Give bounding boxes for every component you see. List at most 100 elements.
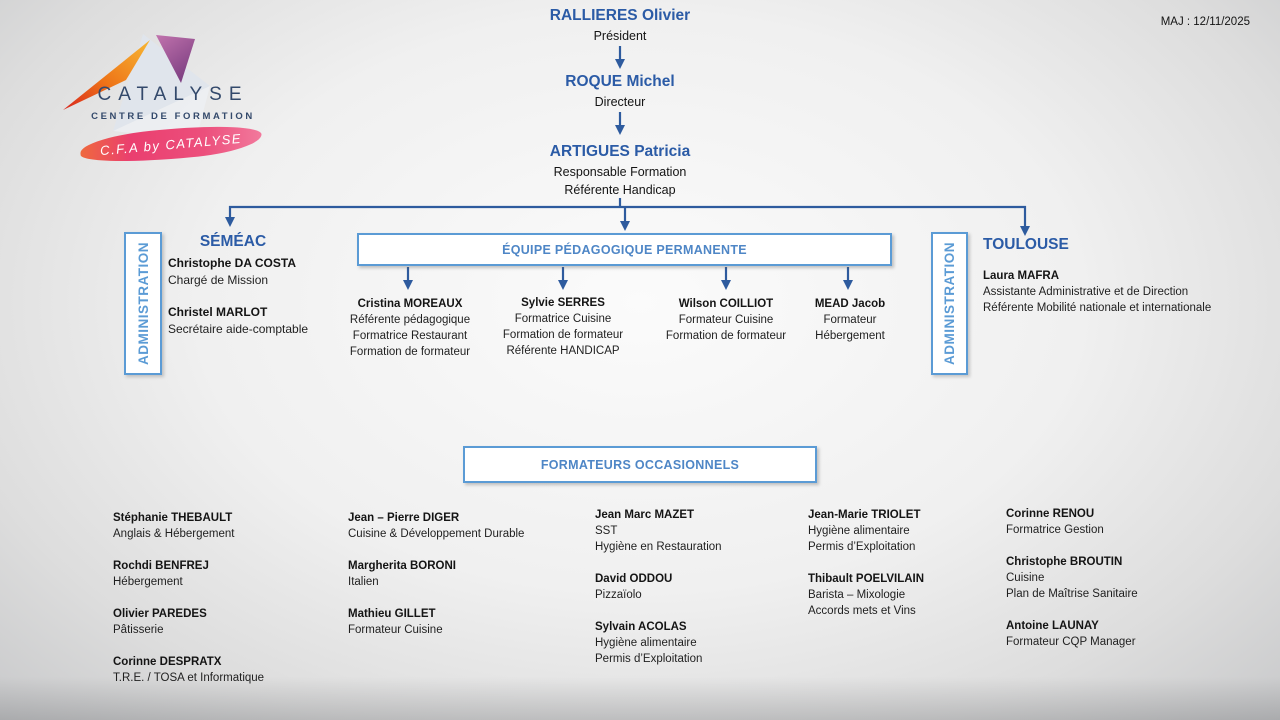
person-role: Hygiène alimentaire xyxy=(595,637,697,649)
president-role: Président xyxy=(593,29,647,43)
administration-box-toulouse: ADMINISTRATION xyxy=(931,232,968,375)
person-role: Hébergement xyxy=(815,330,885,342)
logo-triangles-icon xyxy=(63,34,210,140)
person-name: MEAD Jacob xyxy=(814,298,886,310)
person-wilson-coilliot: Wilson COILLIOT Formateur Cuisine Format… xyxy=(626,296,826,344)
person-role: Hygiène alimentaire xyxy=(808,525,910,537)
occasionnels-column-3: Jean Marc MAZET SST Hygiène en Restaurat… xyxy=(595,507,795,683)
person-role: Pâtisserie xyxy=(113,624,164,636)
person-role: Formatrice Cuisine xyxy=(514,313,612,325)
person-role: Cuisine & Développement Durable xyxy=(348,528,525,540)
person-laura-mafra: Laura MAFRA Assistante Administrative et… xyxy=(983,268,1280,316)
responsable-role-2: Référente Handicap xyxy=(564,183,676,197)
person-antoine-launay: Antoine LAUNAY Formateur CQP Manager xyxy=(1006,618,1236,650)
person-rochdi-benfrej: Rochdi BENFREJ Hébergement xyxy=(113,558,343,590)
person-name: Margherita BORONI xyxy=(348,560,456,572)
person-name: Corinne DESPRATX xyxy=(113,656,222,668)
person-role: T.R.E. / TOSA et Informatique xyxy=(113,672,265,684)
person-role: Formatrice Gestion xyxy=(1006,524,1104,536)
person-thibault-poelvilain: Thibault POELVILAIN Barista – Mixologie … xyxy=(808,571,998,619)
person-name: Antoine LAUNAY xyxy=(1006,620,1099,632)
person-name: Sylvie SERRES xyxy=(521,297,605,309)
person-role: Hébergement xyxy=(113,576,183,588)
person-mathieu-gillet: Mathieu GILLET Formateur Cuisine xyxy=(348,606,588,638)
person-christophe-broutin: Christophe BROUTIN Cuisine Plan de Maîtr… xyxy=(1006,554,1236,602)
person-name: Stéphanie THEBAULT xyxy=(113,512,233,524)
formateurs-occasionnels-title: FORMATEURS OCCASIONNELS xyxy=(540,457,740,472)
responsable-name: ARTIGUES Patricia xyxy=(549,143,691,160)
person-name: Olivier PAREDES xyxy=(113,608,207,620)
person-role: Formateur Cuisine xyxy=(348,624,443,636)
person-role: Référente pédagogique xyxy=(349,314,471,326)
person-role: Formation de formateur xyxy=(665,330,787,342)
person-role: Secrétaire aide-comptable xyxy=(168,321,309,336)
administration-label-semeac: ADMINISTRATION xyxy=(135,242,151,365)
person-role: Cuisine xyxy=(1006,572,1045,584)
person-jean-pierre-diger: Jean – Pierre DIGER Cuisine & Développem… xyxy=(348,510,588,542)
person-role: Hygiène en Restauration xyxy=(595,541,722,553)
person-role: Chargé de Mission xyxy=(168,272,269,287)
administration-box-semeac: ADMINISTRATION xyxy=(124,232,162,375)
logo-brand: CATALYSE xyxy=(97,84,249,105)
person-sylvain-acolas: Sylvain ACOLAS Hygiène alimentaire Permi… xyxy=(595,619,795,667)
person-name: Thibault POELVILAIN xyxy=(808,573,925,585)
person-role: Accords mets et Vins xyxy=(808,605,916,617)
logo-subtitle: CENTRE DE FORMATION xyxy=(91,111,255,122)
person-jean-marie-triolet: Jean-Marie TRIOLET Hygiène alimentaire P… xyxy=(808,507,998,555)
person-name: Christel MARLOT xyxy=(168,305,268,319)
person-role: Assistante Administrative et de Directio… xyxy=(983,286,1189,298)
occasionnels-column-1: Stéphanie THEBAULT Anglais & Hébergement… xyxy=(113,510,343,702)
person-name: Rochdi BENFREJ xyxy=(113,560,209,572)
site-title-semeac: SÉMÉAC xyxy=(199,233,267,250)
person-role: Formateur Cuisine xyxy=(678,314,774,326)
person-name: Corinne RENOU xyxy=(1006,508,1095,520)
person-role: Formateur xyxy=(823,314,877,326)
person-name: Wilson COILLIOT xyxy=(678,298,774,310)
person-name: Jean-Marie TRIOLET xyxy=(808,509,921,521)
person-sylvie-serres: Sylvie SERRES Formatrice Cuisine Formati… xyxy=(463,295,663,359)
last-updated: MAJ : 12/11/2025 xyxy=(1160,16,1250,28)
equipe-pedagogique-title: ÉQUIPE PÉDAGOGIQUE PERMANENTE xyxy=(502,242,747,257)
person-role: Barista – Mixologie xyxy=(808,589,906,601)
person-david-oddou: David ODDOU Pizzaïolo xyxy=(595,571,795,603)
person-name: Sylvain ACOLAS xyxy=(595,621,687,633)
person-name: David ODDOU xyxy=(595,573,673,585)
occasionnels-column-5: Corinne RENOU Formatrice Gestion Christo… xyxy=(1006,506,1236,666)
person-margherita-boroni: Margherita BORONI Italien xyxy=(348,558,588,590)
person-name: Jean Marc MAZET xyxy=(595,509,695,521)
person-name: Jean – Pierre DIGER xyxy=(348,512,460,524)
site-title-toulouse: TOULOUSE xyxy=(983,236,1069,253)
president-name: RALLIERES Olivier xyxy=(549,7,691,24)
person-role: Référente HANDICAP xyxy=(506,345,620,357)
administration-label-toulouse: ADMINISTRATION xyxy=(942,242,957,365)
person-cristina-moreaux: Cristina MOREAUX Référente pédagogique F… xyxy=(310,296,510,360)
directeur-name: ROQUE Michel xyxy=(565,73,675,90)
semeac-staff: Christophe DA COSTA Chargé de Mission Ch… xyxy=(168,255,378,353)
person-corinne-renou: Corinne RENOU Formatrice Gestion xyxy=(1006,506,1236,538)
person-name: Mathieu GILLET xyxy=(348,608,436,620)
catalyse-logo: CATALYSE CENTRE DE FORMATION C.F.A by CA… xyxy=(58,24,292,176)
person-christophe-da-costa: Christophe DA COSTA Chargé de Mission xyxy=(168,255,378,288)
person-role: Pizzaïolo xyxy=(595,589,642,601)
formateurs-occasionnels-box: FORMATEURS OCCASIONNELS xyxy=(463,446,817,483)
person-stephanie-thebault: Stéphanie THEBAULT Anglais & Hébergement xyxy=(113,510,343,542)
person-jean-marc-mazet: Jean Marc MAZET SST Hygiène en Restaurat… xyxy=(595,507,795,555)
person-name: Christophe BROUTIN xyxy=(1006,556,1123,568)
person-mead-jacob: MEAD Jacob Formateur Hébergement xyxy=(750,296,950,344)
person-role: Formatrice Restaurant xyxy=(352,330,468,342)
person-role: Formation de formateur xyxy=(349,346,471,358)
directeur-role: Directeur xyxy=(594,95,646,109)
person-role: Permis d’Exploitation xyxy=(595,653,703,665)
occasionnels-column-2: Jean – Pierre DIGER Cuisine & Développem… xyxy=(348,510,588,654)
person-role: Anglais & Hébergement xyxy=(113,528,235,540)
person-christel-marlot: Christel MARLOT Secrétaire aide-comptabl… xyxy=(168,304,378,337)
occasionnels-column-4: Jean-Marie TRIOLET Hygiène alimentaire P… xyxy=(808,507,998,635)
person-role: Formateur CQP Manager xyxy=(1006,636,1136,648)
person-olivier-paredes: Olivier PAREDES Pâtisserie xyxy=(113,606,343,638)
person-corinne-despratx: Corinne DESPRATX T.R.E. / TOSA et Inform… xyxy=(113,654,343,686)
responsable-role-1: Responsable Formation xyxy=(553,165,687,179)
person-role: Référente Mobilité nationale et internat… xyxy=(983,302,1212,314)
equipe-pedagogique-box: ÉQUIPE PÉDAGOGIQUE PERMANENTE xyxy=(357,233,892,266)
person-name: Christophe DA COSTA xyxy=(168,256,296,270)
